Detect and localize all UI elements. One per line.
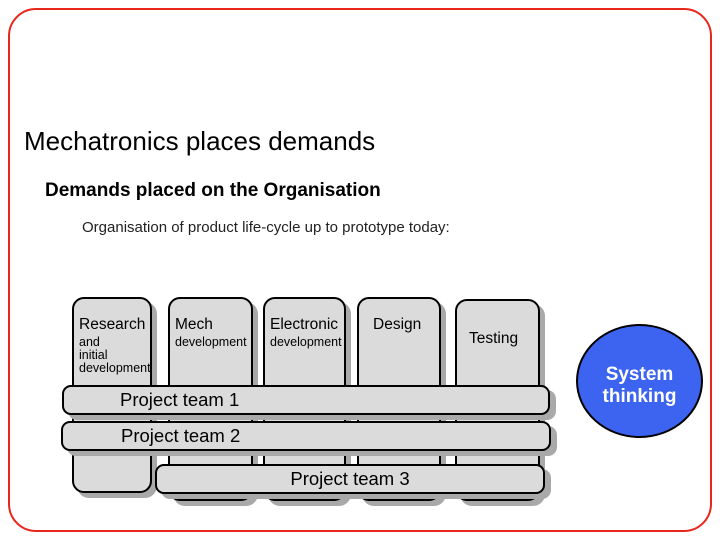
project-team-1-bar: Project team 1 (62, 385, 550, 415)
system-thinking-ellipse: System thinking (576, 324, 703, 438)
ellipse-label-line: thinking (602, 386, 677, 407)
slide-subtitle: Demands placed on the Organisation (45, 180, 381, 201)
project-team-3-label: Project team 3 (290, 468, 410, 489)
slide-description: Organisation of product life-cycle up to… (82, 219, 450, 236)
column-title: Research (79, 316, 146, 333)
column-title: Design (373, 316, 422, 333)
project-team-3-bar: Project team 3 (155, 464, 545, 494)
column-subtitle-line: development (270, 334, 342, 349)
column-subtitle: and initial development (79, 334, 151, 376)
column-subtitle-line: and (79, 334, 100, 349)
slide-title: Mechatronics places demands (24, 126, 376, 156)
project-team-2-bar: Project team 2 (61, 421, 551, 451)
column-subtitle: development (270, 334, 342, 349)
project-team-2-label: Project team 2 (121, 425, 241, 446)
column-subtitle-line: initial (79, 347, 108, 362)
slide-border-frame (8, 8, 712, 532)
column-title: Testing (469, 330, 519, 347)
column-title: Mech (175, 316, 213, 333)
column-subtitle: development (175, 334, 247, 349)
project-team-1-label: Project team 1 (120, 389, 240, 410)
ellipse-label-line: System (605, 364, 674, 385)
column-subtitle-line: development (175, 334, 247, 349)
column-subtitle-line: development (79, 361, 151, 376)
column-title: Electronic (270, 316, 339, 333)
